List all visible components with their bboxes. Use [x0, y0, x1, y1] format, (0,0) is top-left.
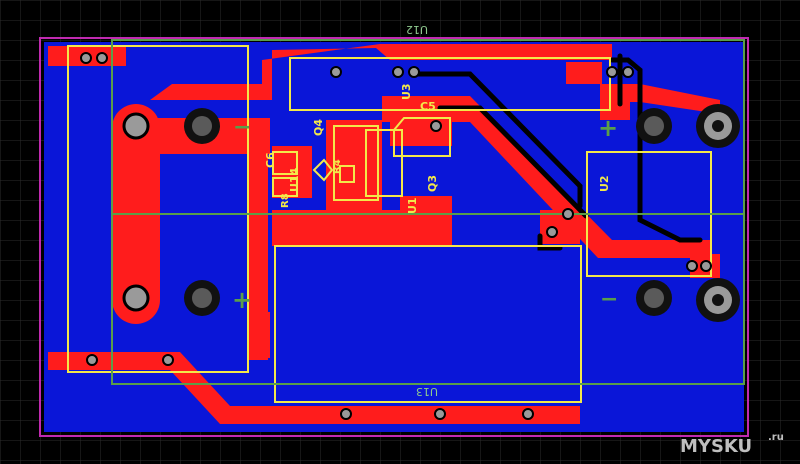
courtyard-outlines	[111, 39, 745, 385]
label-c5: C5	[420, 100, 436, 113]
through-hole-pads	[80, 52, 740, 420]
minus-marker-right: −	[600, 287, 618, 312]
watermark-brand: MYSKU	[680, 436, 752, 457]
label-r8: R8	[280, 193, 291, 208]
label-q4: Q4	[312, 119, 325, 136]
label-u3: U3	[400, 83, 413, 100]
isolation-gaps	[415, 53, 703, 251]
label-q3: Q3	[426, 175, 439, 192]
label-u2: U2	[598, 175, 611, 192]
label-u14: U14	[288, 167, 301, 192]
board-outline	[39, 37, 749, 437]
label-u13: U13	[416, 385, 438, 398]
label-r4: R4	[332, 159, 343, 174]
label-c6: C6	[264, 152, 277, 168]
plus-marker-right: +	[598, 114, 618, 142]
minus-marker-left: −	[233, 115, 251, 140]
plus-marker-left: +	[232, 286, 252, 314]
label-u12: U12	[406, 23, 428, 36]
label-u1: U1	[406, 197, 419, 214]
watermark-suffix: .ru	[768, 432, 784, 443]
